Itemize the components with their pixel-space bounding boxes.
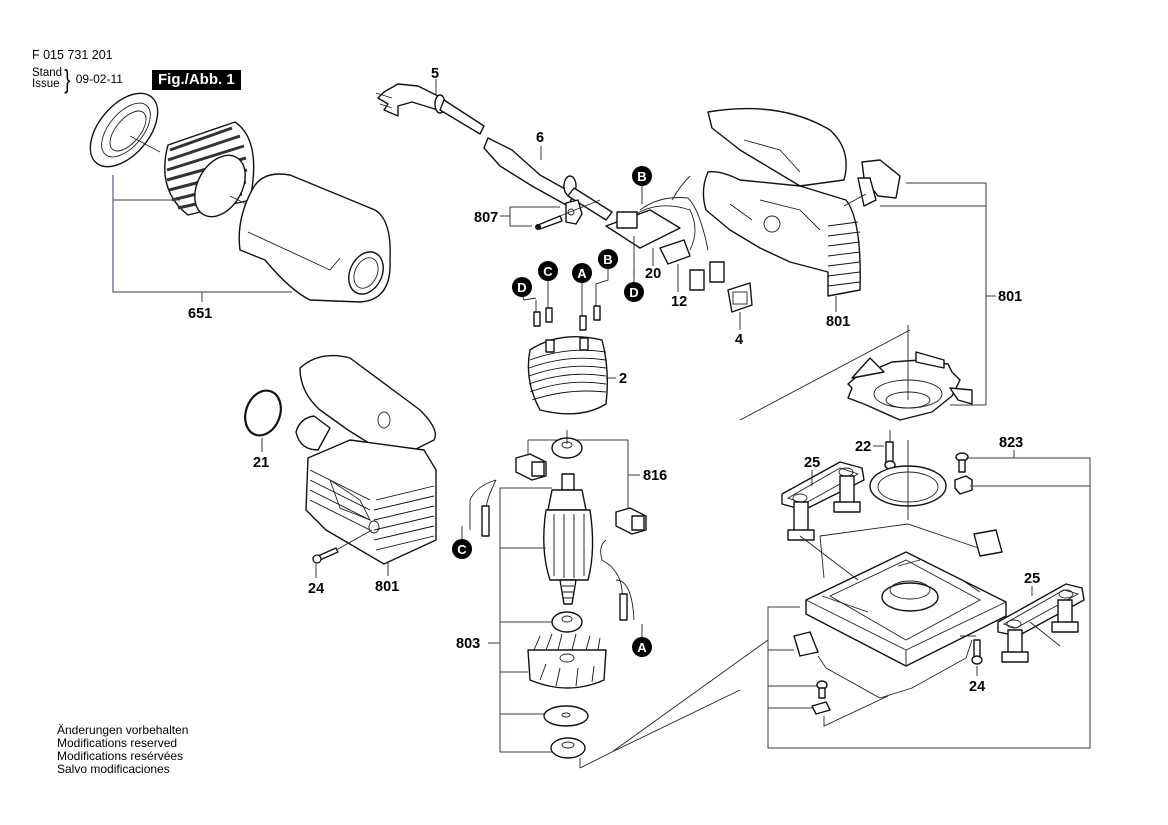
part-number-4: 4 — [735, 332, 743, 348]
connector-d-left: D — [512, 277, 537, 301]
connector-c-armature: C — [452, 526, 472, 559]
connector-label: D — [517, 280, 526, 295]
part-823-plate-hardware[interactable]: 823 — [767, 435, 1091, 749]
part-number-20: 20 — [645, 266, 661, 282]
part-number-24-right: 24 — [969, 679, 985, 695]
part-number-12: 12 — [671, 294, 687, 310]
part-seal-ring — [869, 440, 947, 520]
footer-line-en: Modifications reserved — [57, 736, 178, 750]
footer-line-de: Änderungen vorbehalten — [57, 723, 189, 737]
part-20-wiring[interactable]: 20 — [605, 175, 709, 282]
part-2-field-coil[interactable]: 2 — [527, 335, 627, 415]
part-801-vent-cover[interactable] — [843, 159, 901, 207]
connector-d-top: D — [624, 270, 644, 302]
connector-c-left: C — [538, 261, 558, 296]
connector-a-armature: A — [632, 624, 652, 657]
part-number-807: 807 — [474, 210, 498, 226]
part-6-cord[interactable]: 6 — [439, 99, 613, 221]
part-25-damper-right[interactable]: 25 — [997, 571, 1085, 663]
footer-notice: Änderungen vorbehalten Modifications res… — [57, 724, 188, 776]
connector-a-left: A — [572, 263, 592, 304]
dust-box-body — [238, 173, 391, 303]
document-number: F 015 731 201 — [32, 48, 113, 62]
part-5-plug[interactable]: 5 — [375, 66, 446, 117]
part-number-651: 651 — [188, 306, 212, 322]
brace-icon: } — [64, 64, 71, 94]
part-24-screw-right[interactable]: 24 — [960, 635, 985, 695]
part-25-damper-left[interactable]: 25 — [781, 455, 865, 541]
part-12-capacitor[interactable]: 12 — [659, 239, 691, 310]
part-801-dust-guide[interactable] — [847, 325, 973, 421]
connector-b-top: B — [632, 166, 652, 204]
part-number-25-left: 25 — [804, 455, 820, 471]
connector-label: A — [577, 266, 587, 281]
part-24-screw-left[interactable]: 24 — [308, 529, 373, 597]
dust-box-filter — [164, 121, 255, 218]
footer-line-es: Salvo modificaciones — [57, 762, 170, 776]
leader-line-plate — [579, 639, 769, 769]
part-803-armature[interactable]: 803 — [456, 430, 607, 759]
part-number-2: 2 — [619, 371, 627, 387]
part-21-o-ring[interactable]: 21 — [239, 386, 287, 471]
issue-date: 09-02-11 — [75, 72, 123, 86]
part-number-803: 803 — [456, 636, 480, 652]
part-number-22: 22 — [855, 439, 871, 455]
part-plate-screw-clip — [811, 680, 889, 727]
part-807-cable-clamp[interactable]: 807 — [474, 199, 601, 230]
part-number-801-bracket: 801 — [998, 289, 1022, 305]
part-4-switch[interactable]: 4 — [689, 261, 753, 348]
part-801-housing-top[interactable]: 801 — [702, 107, 861, 330]
part-823-sanding-plate[interactable] — [768, 523, 1007, 709]
bracket-801 — [880, 182, 987, 406]
part-number-816: 816 — [643, 468, 667, 484]
part-number-5: 5 — [431, 66, 439, 82]
part-number-25-right: 25 — [1024, 571, 1040, 587]
issue-label: Issue — [32, 78, 60, 90]
connector-b-left: B — [595, 249, 618, 294]
part-number-801-housing-top: 801 — [826, 314, 850, 330]
dust-box-cap — [89, 92, 159, 168]
part-22-screw[interactable]: 22 — [855, 430, 896, 470]
part-number-24-left: 24 — [308, 581, 324, 597]
terminal-group — [533, 294, 601, 331]
connector-label: B — [603, 252, 612, 267]
stand-issue-block: Stand Issue } 09-02-11 — [32, 64, 123, 94]
part-651-dust-box[interactable]: 651 — [77, 81, 391, 322]
connector-label: A — [637, 640, 647, 655]
part-number-21: 21 — [253, 455, 269, 471]
figure-badge: Fig./Abb. 1 — [152, 70, 241, 90]
part-816-brush-holders[interactable]: 816 — [469, 439, 667, 621]
part-number-823: 823 — [999, 435, 1023, 451]
connector-label: D — [629, 285, 638, 300]
connector-label: C — [543, 264, 553, 279]
part-801-housing-left[interactable]: 801 — [295, 354, 437, 595]
stand-issue-labels: Stand Issue — [32, 67, 63, 90]
connector-label: C — [457, 542, 467, 557]
stand-label: Stand — [32, 67, 63, 79]
part-number-6: 6 — [536, 130, 544, 146]
connector-label: B — [637, 169, 646, 184]
part-number-801-housing-left: 801 — [375, 579, 399, 595]
footer-line-fr: Modifications resérvées — [57, 749, 184, 763]
